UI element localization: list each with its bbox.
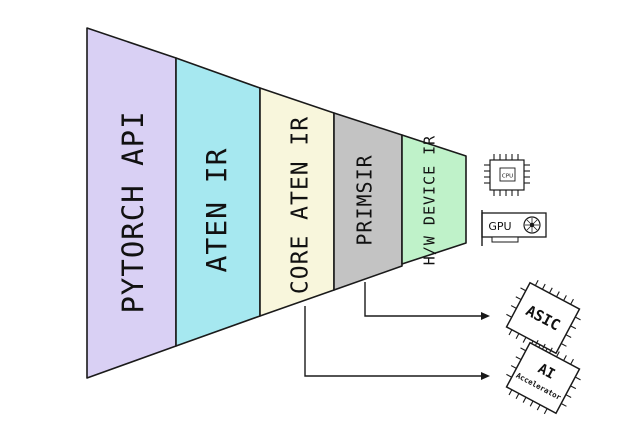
connector-arrows — [304, 282, 490, 380]
layer-hw-device-ir — [401, 134, 467, 265]
arrow-head-asic — [481, 312, 490, 320]
ai-label: AI — [535, 361, 557, 383]
arrow-prims-to-asic — [364, 282, 482, 317]
label-core-aten-ir: CORE ATEN IR — [288, 116, 314, 294]
label-aten-ir: ATEN IR — [200, 147, 233, 272]
layer-prims-ir — [333, 112, 403, 291]
ai-accelerator-chip-icon: AI Accelerator — [505, 340, 581, 415]
layer-labels: PYTORCH API ATEN IR CORE ATEN IR PRIMSIR… — [116, 110, 439, 313]
gpu-card-icon: GPU — [481, 210, 547, 246]
arrow-core-aten-to-ai — [304, 306, 482, 377]
label-hw-device-ir: H/W DEVICE IR — [421, 135, 439, 265]
asic-chip-icon: ASIC — [505, 280, 581, 355]
gpu-label: GPU — [488, 220, 511, 233]
layer-segments — [86, 27, 467, 379]
label-prims-ir: PRIMSIR — [353, 154, 377, 245]
cpu-chip-icon: CPU — [484, 154, 530, 196]
label-pytorch-api: PYTORCH API — [116, 110, 150, 313]
cpu-label: CPU — [502, 174, 513, 180]
arrow-head-ai — [481, 372, 490, 380]
